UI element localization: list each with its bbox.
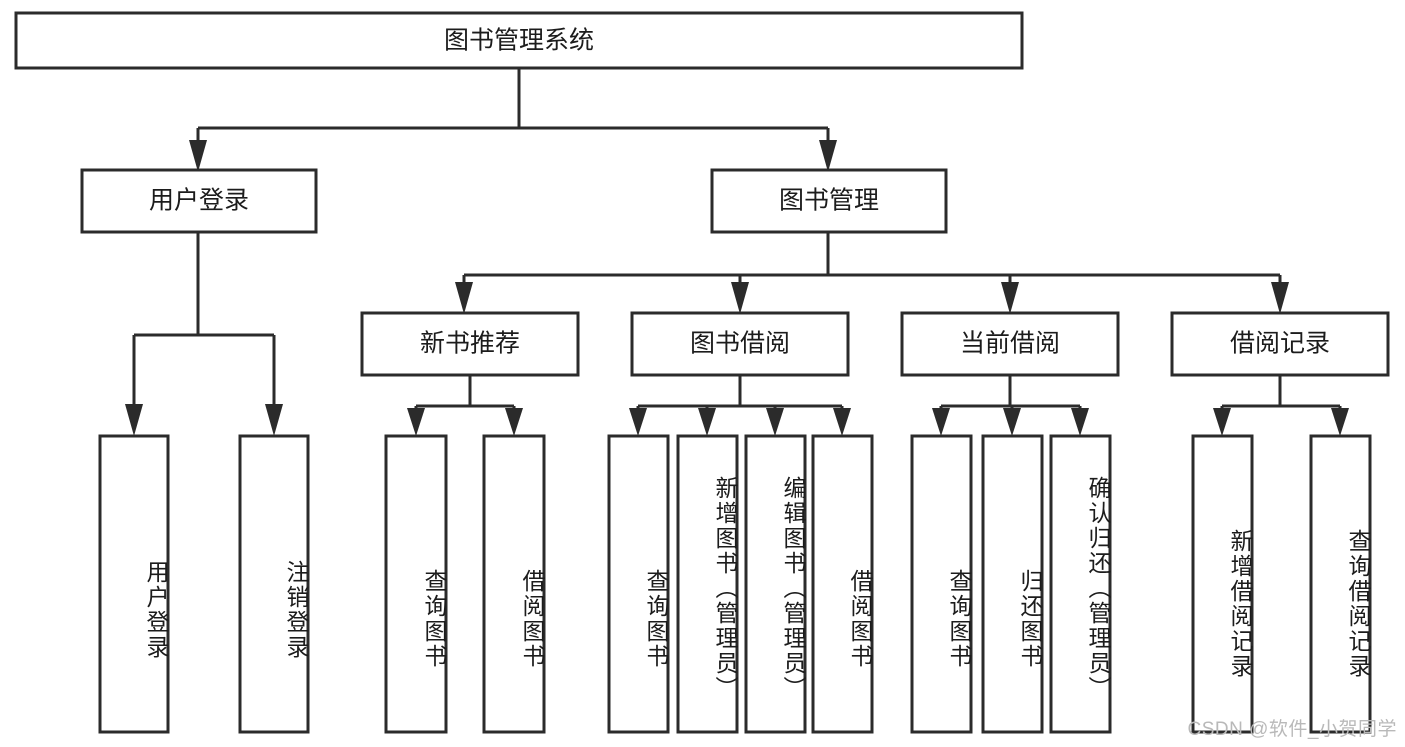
- arrow-head-leaf-user-login: [125, 404, 143, 436]
- connector-group-user-login: [125, 232, 283, 436]
- connector-group-new-book-recommend: [407, 375, 523, 436]
- node-borrow-record[interactable]: 借阅记录: [1170, 311, 1390, 377]
- node-book-management-label: 图书管理: [779, 187, 879, 215]
- leaf-boxes: [98, 434, 1372, 734]
- arrow-head-leaf-add-record: [1213, 408, 1231, 436]
- arrow-head-leaf-borrow-book: [833, 408, 851, 436]
- arrow-head-leaf-confirm-return: [1071, 408, 1089, 436]
- arrow-head-leaf-query-record: [1331, 408, 1349, 436]
- leaf-user-login-box[interactable]: [98, 434, 170, 734]
- node-book-management-box[interactable]: [710, 168, 948, 234]
- node-borrow-record-box[interactable]: [1170, 311, 1390, 377]
- leaf-query-record-box[interactable]: [1309, 434, 1372, 734]
- arrow-head-borrow-record: [1271, 282, 1289, 314]
- node-borrow-record-label: 借阅记录: [1230, 330, 1330, 358]
- arrow-head-book-management: [819, 140, 837, 172]
- arrow-head-leaf-query-book-rec: [407, 408, 425, 436]
- node-new-book-recommend-label: 新书推荐: [420, 330, 520, 358]
- node-book-borrow-label: 图书借阅: [690, 330, 790, 358]
- arrow-head-leaf-borrow-book-rec: [505, 408, 523, 436]
- leaf-query-book-box[interactable]: [607, 434, 670, 734]
- leaf-query-book-cur-box[interactable]: [910, 434, 973, 734]
- node-book-borrow-box[interactable]: [630, 311, 850, 377]
- leaf-confirm-return-box[interactable]: [1049, 434, 1112, 734]
- node-new-book-recommend[interactable]: 新书推荐: [360, 311, 580, 377]
- leaf-query-book-rec-box[interactable]: [384, 434, 448, 734]
- connector-group-root: [189, 68, 837, 172]
- connector-group-book-management: [455, 232, 1289, 314]
- connector-group-borrow-record: [1213, 375, 1349, 436]
- arrow-head-current-borrow: [1001, 282, 1019, 314]
- node-user-login-label: 用户登录: [149, 187, 249, 215]
- node-root-label: 图书管理系统: [444, 27, 594, 55]
- node-user-login-box[interactable]: [80, 168, 318, 234]
- connector-group-book-borrow: [629, 375, 851, 436]
- arrow-head-leaf-add-book: [698, 408, 716, 436]
- arrow-head-book-borrow: [731, 282, 749, 314]
- arrow-head-user-login: [189, 140, 207, 172]
- node-root-box[interactable]: [14, 11, 1024, 70]
- node-new-book-recommend-box[interactable]: [360, 311, 580, 377]
- arrow-head-new-book-recommend: [455, 282, 473, 314]
- node-book-borrow[interactable]: 图书借阅: [630, 311, 850, 377]
- csdn-watermark: CSDN @软件_小贺同学: [1187, 719, 1397, 740]
- leaf-borrow-book-box[interactable]: [811, 434, 874, 734]
- leaf-add-book-box[interactable]: [676, 434, 739, 734]
- node-root[interactable]: 图书管理系统: [14, 11, 1024, 70]
- leaf-user-logout-box[interactable]: [238, 434, 310, 734]
- node-book-management[interactable]: 图书管理: [710, 168, 948, 234]
- node-current-borrow-label: 当前借阅: [960, 330, 1060, 358]
- leaf-borrow-book-rec-box[interactable]: [482, 434, 546, 734]
- node-current-borrow[interactable]: 当前借阅: [900, 311, 1120, 377]
- node-user-login[interactable]: 用户登录: [80, 168, 318, 234]
- node-current-borrow-box[interactable]: [900, 311, 1120, 377]
- leaf-return-book-box[interactable]: [981, 434, 1044, 734]
- arrow-head-leaf-edit-book: [766, 408, 784, 436]
- arrow-head-leaf-user-logout: [265, 404, 283, 436]
- arrow-head-leaf-query-book-cur: [932, 408, 950, 436]
- arrow-head-leaf-query-book: [629, 408, 647, 436]
- arrow-head-leaf-return-book: [1003, 408, 1021, 436]
- leaf-edit-book-box[interactable]: [744, 434, 807, 734]
- connector-group-current-borrow: [932, 375, 1089, 436]
- leaf-add-record-box[interactable]: [1191, 434, 1254, 734]
